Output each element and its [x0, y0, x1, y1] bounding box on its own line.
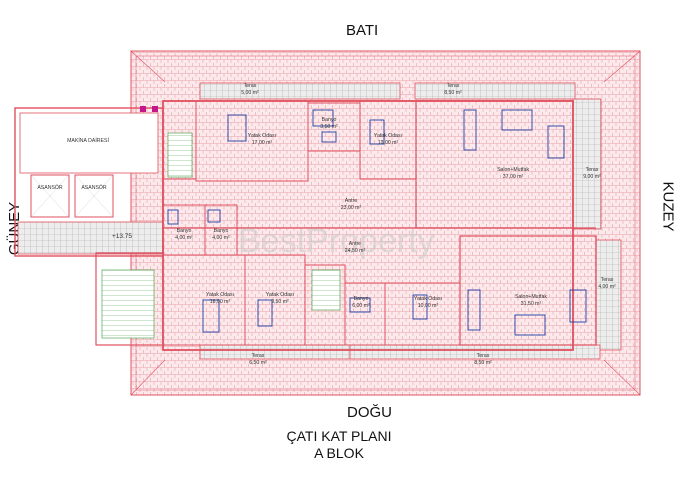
room-area-terrace-6: 8,50 m² [474, 360, 492, 366]
room-label-bedroom-1: Yatak Odası [248, 133, 276, 139]
room-label-living-1: Salon+Mutfak [497, 167, 529, 173]
building-walls [95, 100, 597, 351]
room-area-terrace-1: 5,00 m² [241, 90, 259, 96]
room-label-terrace-6: Teras [477, 353, 490, 359]
room-label-living-2: Salon+Mutfak [515, 294, 547, 300]
room-label-bath-2: Banyo [177, 228, 192, 234]
room-area-bath-3: 4,00 m² [212, 235, 230, 241]
room-label-bedroom-3: Yatak Odası [206, 292, 234, 298]
room-area-bedroom-1: 17,00 m² [252, 140, 273, 146]
furniture [167, 109, 587, 336]
terrace-tiles [17, 82, 622, 360]
room-area-bath-1: 3,50 m² [320, 124, 338, 130]
room-area-living-1: 37,00 m² [503, 174, 524, 180]
room-area-terrace-4: 4,00 m² [598, 284, 616, 290]
room-area-hall-2: 24,50 m² [345, 248, 366, 254]
room-area-bath-4: 6,00 m² [352, 303, 370, 309]
room-area-bath-2: 4,00 m² [175, 235, 193, 241]
room-label-terrace-4: Teras [601, 277, 614, 283]
compass-east-label: DOĞU [347, 404, 392, 421]
elevator-marks [140, 106, 158, 112]
room-label-elevator-2: ASANSÖR [81, 184, 107, 191]
room-label-elevator-1: ASANSÖR [37, 184, 63, 191]
room-area-living-2: 31,50 m² [521, 301, 542, 307]
room-area-bedroom-5: 10,00 m² [418, 303, 439, 309]
room-area-terrace-5: 6,50 m² [249, 360, 267, 366]
compass-west-label: BATI [346, 22, 379, 39]
level-mark: +13.75 [112, 233, 132, 240]
room-label-bedroom-2: Yatak Odası [374, 133, 402, 139]
room-label-bath-1: Banyo [322, 117, 337, 123]
room-label-bath-4: Banyo [354, 296, 369, 302]
room-label-bedroom-5: Yatak Odası [414, 296, 442, 302]
plan-title-line1: ÇATI KAT PLANI [286, 428, 392, 444]
watermark-text: BestProperty [238, 222, 435, 260]
room-area-bedroom-2: 13,00 m² [378, 140, 399, 146]
room-label-hall-2: Antre [349, 241, 362, 247]
room-area-bedroom-4: 9,50 m² [271, 299, 289, 305]
room-label-bath-3: Banyo [214, 228, 229, 234]
room-area-terrace-3: 9,00 m² [583, 174, 601, 180]
room-labels: MAKİNA DAİRESİ ASANSÖR ASANSÖR Teras 5,0… [37, 83, 616, 366]
room-label-machine: MAKİNA DAİRESİ [67, 137, 109, 144]
room-label-hall-1: Antre [345, 198, 358, 204]
room-label-bedroom-4: Yatak Odası [266, 292, 294, 298]
room-area-bedroom-3: 16,00 m² [210, 299, 231, 305]
plan-title-line2: A BLOK [314, 445, 364, 461]
room-label-terrace-3: Teras [586, 167, 599, 173]
room-label-terrace-5: Teras [252, 353, 265, 359]
room-label-terrace-2: Teras [447, 83, 460, 89]
room-area-hall-1: 23,00 m² [341, 205, 362, 211]
room-label-terrace-1: Teras [244, 83, 257, 89]
room-area-terrace-2: 8,50 m² [444, 90, 462, 96]
stairs [101, 132, 341, 339]
machine-room-block [14, 107, 164, 257]
